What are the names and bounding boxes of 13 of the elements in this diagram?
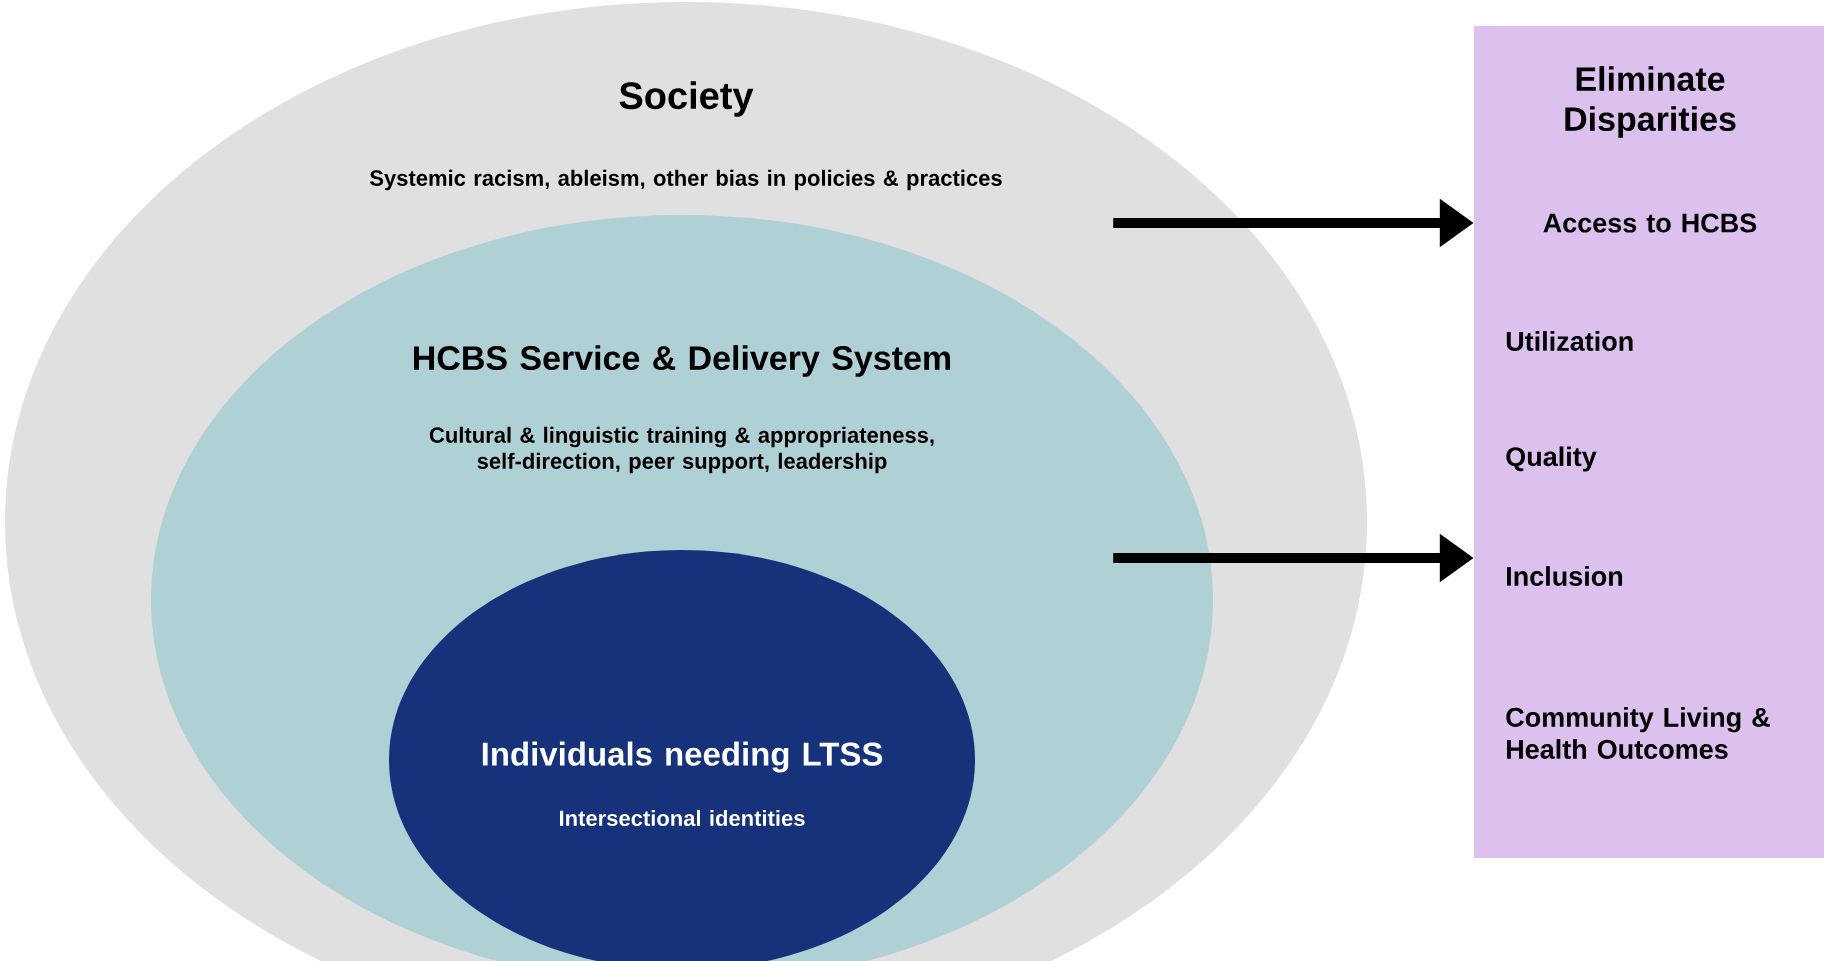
list-item: Inclusion (1507, 566, 1623, 586)
heading: Society (619, 81, 754, 117)
heading: Individuals needing LTSS (482, 741, 883, 773)
description: Cultural & linguistic training & appropriateness, self-direction, peer support, leadership (429, 426, 934, 474)
list-item: Access to HCBS (1543, 213, 1757, 233)
description: Intersectional identities (560, 809, 805, 827)
heading: Eliminate Disparities (1565, 66, 1736, 138)
list-item: Quality (1506, 446, 1597, 472)
heading: HCBS Service & Delivery System (414, 345, 951, 377)
panel (1474, 26, 1824, 858)
list-item: Community Living & Health Outcomes (1506, 707, 1770, 759)
list-item: Utilization (1506, 331, 1633, 351)
description: Systemic racism, ableism, other bias in policies & practices (369, 169, 1002, 191)
